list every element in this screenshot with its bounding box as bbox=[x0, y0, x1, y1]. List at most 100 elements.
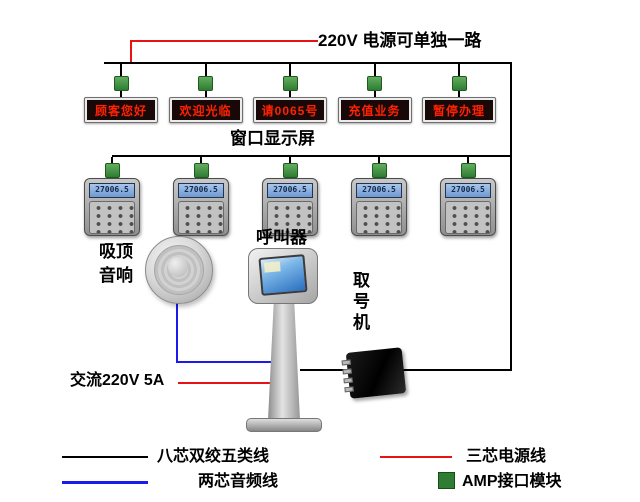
amp-connector-icon bbox=[451, 76, 467, 91]
caller-device: 27006.5 bbox=[351, 178, 407, 236]
audio-wire-horizontal bbox=[176, 361, 272, 363]
window-displays-row: 顾客您好 欢迎光临 请0065号 充值业务 暂停办理 bbox=[84, 64, 496, 123]
kiosk-screen-content bbox=[263, 261, 281, 273]
legend-amp-label: AMP接口模块 bbox=[462, 473, 562, 490]
wire-stub bbox=[467, 157, 469, 163]
ac-power-wire bbox=[178, 382, 270, 384]
kiosk-head bbox=[248, 248, 318, 304]
kiosk-base bbox=[246, 418, 322, 432]
wire-stub bbox=[373, 91, 376, 97]
wire-stub bbox=[289, 157, 291, 163]
data-bus-displays bbox=[104, 62, 512, 64]
caller-keypad bbox=[178, 201, 224, 234]
led-panel: 顾客您好 bbox=[87, 100, 155, 120]
caller-terminals-row: 27006.5 27006.5 27006.5 27006.5 bbox=[84, 157, 496, 236]
wire-stub bbox=[378, 157, 380, 163]
wire-stub bbox=[111, 157, 113, 163]
wire-stub bbox=[458, 64, 460, 76]
led-message: 请0065号 bbox=[261, 103, 319, 118]
data-wire-amp-to-bus bbox=[400, 369, 512, 371]
amp-pin bbox=[343, 377, 353, 384]
data-wire-kiosk-to-amp bbox=[300, 369, 352, 371]
caller-lcd: 27006.5 bbox=[356, 183, 402, 198]
wire-stub bbox=[373, 64, 376, 76]
wire-stub bbox=[204, 64, 207, 76]
caller-lcd: 27006.5 bbox=[445, 183, 491, 198]
wire-stub bbox=[204, 91, 207, 97]
amp-connector-icon bbox=[367, 76, 382, 91]
amp-connector-icon bbox=[198, 76, 213, 91]
led-message: 暂停办理 bbox=[432, 103, 485, 118]
caller-label: 呼叫器 bbox=[256, 228, 307, 247]
led-message: 欢迎光临 bbox=[179, 103, 232, 118]
legend-cat5-line-icon bbox=[62, 456, 148, 458]
legend-amp-square-icon bbox=[438, 472, 455, 489]
window-display-unit: 暂停办理 bbox=[422, 64, 496, 123]
legend-power-line-icon bbox=[380, 456, 452, 458]
data-bus-callers bbox=[112, 155, 512, 157]
caller-terminal: 27006.5 bbox=[351, 157, 407, 236]
power-wire-top-vertical bbox=[130, 40, 132, 64]
amp-connector-icon bbox=[104, 163, 120, 178]
audio-wire-vertical bbox=[176, 300, 178, 362]
window-display-unit: 欢迎光临 bbox=[168, 64, 243, 123]
caller-terminal: 27006.5 bbox=[262, 157, 318, 236]
caller-lcd: 27006.5 bbox=[178, 183, 224, 198]
amp-interface-module bbox=[341, 347, 407, 399]
caller-device: 27006.5 bbox=[173, 178, 229, 236]
caller-device: 27006.5 bbox=[262, 178, 318, 236]
led-panel: 暂停办理 bbox=[425, 100, 493, 120]
window-display-label: 窗口显示屏 bbox=[230, 129, 315, 148]
amp-connector-icon bbox=[193, 163, 209, 178]
amp-connector-icon bbox=[371, 163, 387, 178]
legend-power-label: 三芯电源线 bbox=[466, 448, 547, 465]
led-panel: 充值业务 bbox=[340, 100, 409, 120]
top-power-label: 220V 电源可单独一路 bbox=[318, 31, 482, 50]
caller-lcd: 27006.5 bbox=[267, 183, 313, 198]
amp-connector-icon bbox=[282, 163, 298, 178]
kiosk-label: 取 号 机 bbox=[353, 271, 370, 332]
ceiling-speaker-label: 吸顶 音响 bbox=[99, 242, 133, 285]
amp-pin bbox=[341, 359, 351, 366]
legend-audio-line-icon bbox=[62, 481, 148, 484]
caller-keypad bbox=[267, 201, 313, 234]
amp-pin bbox=[344, 386, 354, 393]
wire-stub bbox=[120, 91, 122, 97]
caller-terminal: 27006.5 bbox=[84, 157, 140, 236]
window-display-unit: 顾客您好 bbox=[84, 64, 158, 123]
wire-stub bbox=[200, 157, 202, 163]
caller-device: 27006.5 bbox=[84, 178, 140, 236]
caller-terminal: 27006.5 bbox=[440, 157, 496, 236]
kiosk-touchscreen bbox=[258, 254, 308, 296]
led-message: 顾客您好 bbox=[94, 103, 147, 118]
wire-stub bbox=[289, 91, 291, 97]
legend-cat5-label: 八芯双绞五类线 bbox=[157, 448, 270, 465]
window-display-unit: 充值业务 bbox=[337, 64, 412, 123]
led-display: 顾客您好 bbox=[84, 97, 158, 123]
amp-connector-icon bbox=[113, 76, 129, 91]
wire-stub bbox=[289, 64, 291, 76]
amp-connector-icon bbox=[282, 76, 298, 91]
caller-terminal: 27006.5 bbox=[173, 157, 229, 236]
led-display: 请0065号 bbox=[253, 97, 327, 123]
caller-keypad bbox=[89, 201, 135, 234]
data-wire-right-vertical bbox=[510, 62, 512, 371]
caller-keypad bbox=[356, 201, 402, 234]
wire-stub bbox=[120, 64, 122, 76]
caller-device: 27006.5 bbox=[440, 178, 496, 236]
window-display-unit: 请0065号 bbox=[253, 64, 327, 123]
power-wire-top-horizontal bbox=[130, 40, 318, 42]
ac-power-label: 交流220V 5A bbox=[70, 372, 165, 389]
led-display: 暂停办理 bbox=[422, 97, 496, 123]
ceiling-speaker-icon bbox=[145, 236, 213, 304]
led-panel: 欢迎光临 bbox=[171, 100, 240, 120]
kiosk-pole bbox=[268, 302, 300, 420]
speaker-dome bbox=[168, 257, 188, 277]
led-panel: 请0065号 bbox=[256, 100, 324, 120]
amp-pin bbox=[342, 368, 352, 375]
amp-connector-icon bbox=[460, 163, 476, 178]
led-display: 欢迎光临 bbox=[168, 97, 243, 123]
led-message: 充值业务 bbox=[348, 103, 401, 118]
legend-audio-label: 两芯音频线 bbox=[198, 473, 279, 490]
